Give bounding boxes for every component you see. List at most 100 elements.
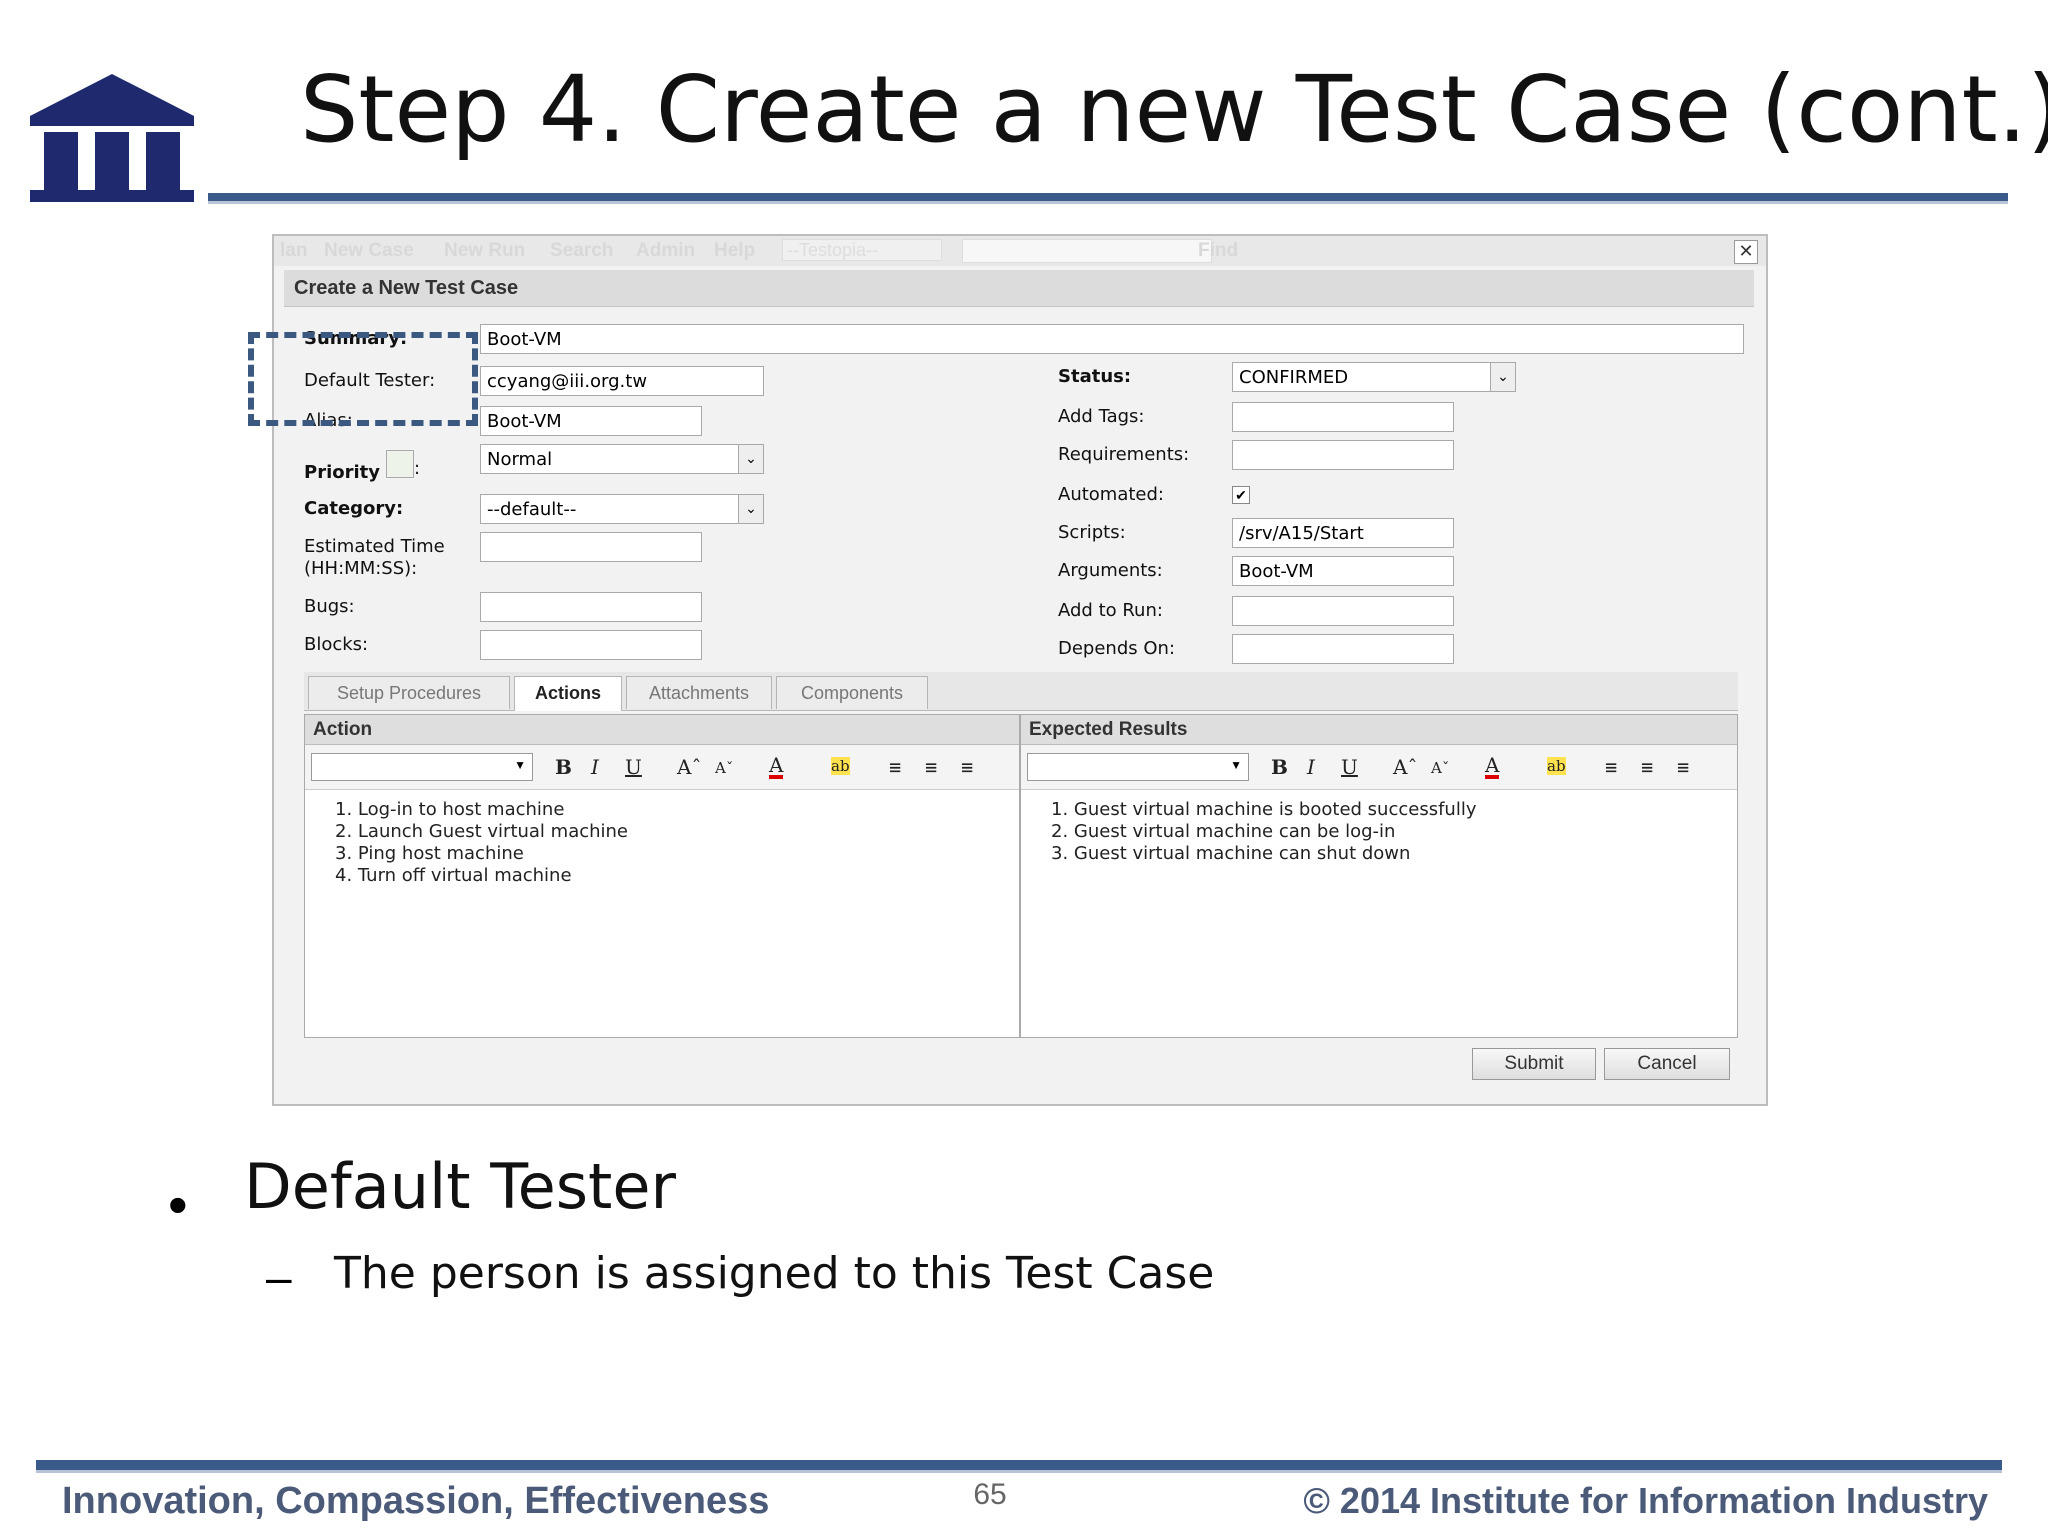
find-button[interactable]: Find xyxy=(1198,240,1239,261)
summary-input[interactable]: Boot-VM xyxy=(480,324,1744,354)
priority-label: Priority xyxy=(304,462,380,483)
shrink-font-button[interactable]: Aˇ xyxy=(1431,759,1450,777)
bugs-input[interactable] xyxy=(480,592,702,622)
priority-select[interactable]: Normal ⌄ xyxy=(480,444,764,474)
tab-bar: Setup Procedures Actions Attachments Com… xyxy=(304,672,1738,711)
add-tags-label: Add Tags: xyxy=(1058,406,1145,427)
requirements-label: Requirements: xyxy=(1058,444,1190,465)
bullet-dash: – xyxy=(266,1251,292,1303)
status-value: CONFIRMED xyxy=(1239,367,1349,388)
estimated-time-format-label: (HH:MM:SS): xyxy=(304,558,418,579)
list-item: 3. Ping host machine xyxy=(335,843,524,864)
category-value: --default-- xyxy=(487,499,577,520)
menu-item-plan[interactable]: lan xyxy=(280,240,308,261)
action-panel-header: Action xyxy=(305,715,1019,745)
highlight-button[interactable]: ab xyxy=(1547,757,1566,775)
chevron-down-icon[interactable]: ⌄ xyxy=(738,445,763,473)
expected-results-header: Expected Results xyxy=(1021,715,1737,745)
list-item: 4. Turn off virtual machine xyxy=(335,865,572,886)
highlight-button[interactable]: ab xyxy=(831,757,850,775)
category-select[interactable]: --default-- ⌄ xyxy=(480,494,764,524)
cancel-button[interactable]: Cancel xyxy=(1604,1048,1730,1080)
list-item: 1. Guest virtual machine is booted succe… xyxy=(1051,799,1477,820)
alias-input[interactable]: Boot-VM xyxy=(480,406,702,436)
font-color-button[interactable]: A xyxy=(1485,753,1500,779)
scripts-label: Scripts: xyxy=(1058,522,1126,543)
italic-button[interactable]: I xyxy=(591,755,599,779)
shrink-font-button[interactable]: Aˇ xyxy=(715,759,734,777)
list-item: 2. Launch Guest virtual machine xyxy=(335,821,629,842)
action-panel: Action B I U Aˆ Aˇ A ab ≡ ≡ ≡ 1. Log-in … xyxy=(304,714,1020,1038)
status-select[interactable]: CONFIRMED ⌄ xyxy=(1232,362,1516,392)
blocks-input[interactable] xyxy=(480,630,702,660)
menu-item-help[interactable]: Help xyxy=(714,240,756,261)
align-center-icon[interactable]: ≡ xyxy=(1641,755,1654,779)
menu-item-new-case[interactable]: New Case xyxy=(324,240,414,261)
submit-button[interactable]: Submit xyxy=(1472,1048,1596,1080)
align-center-icon[interactable]: ≡ xyxy=(925,755,938,779)
align-right-icon[interactable]: ≡ xyxy=(961,755,974,779)
menu-search-input[interactable] xyxy=(962,239,1212,263)
footer-copyright: © 2014 Institute for Information Industr… xyxy=(1303,1480,1988,1521)
grow-font-button[interactable]: Aˆ xyxy=(677,755,702,779)
title-rule-shadow xyxy=(208,201,2008,204)
slide-title: Step 4. Create a new Test Case (cont.) xyxy=(300,56,2048,163)
scripts-input[interactable]: /srv/A15/Start xyxy=(1232,518,1454,548)
tab-setup-procedures[interactable]: Setup Procedures xyxy=(308,676,510,709)
depends-on-input[interactable] xyxy=(1232,634,1454,664)
font-select[interactable] xyxy=(1027,753,1249,781)
status-label: Status: xyxy=(1058,366,1132,387)
priority-colon: : xyxy=(414,458,421,479)
underline-button[interactable]: U xyxy=(1341,755,1358,779)
testopia-screenshot: lan New Case New Run Search Admin Help -… xyxy=(272,234,1768,1106)
action-list[interactable]: 1. Log-in to host machine 2. Launch Gues… xyxy=(335,799,628,887)
footer-rule-shadow xyxy=(36,1470,2002,1473)
priority-value: Normal xyxy=(487,449,553,470)
estimated-time-input[interactable] xyxy=(480,532,702,562)
broken-image-icon xyxy=(386,450,414,478)
automated-checkbox[interactable]: ✔ xyxy=(1232,486,1250,504)
add-to-run-input[interactable] xyxy=(1232,596,1454,626)
tab-attachments[interactable]: Attachments xyxy=(626,676,772,709)
page-number: 65 xyxy=(973,1478,1007,1511)
font-color-button[interactable]: A xyxy=(769,753,784,779)
menu-item-search[interactable]: Search xyxy=(550,240,614,261)
bullet-main: Default Tester xyxy=(244,1150,676,1223)
arguments-label: Arguments: xyxy=(1058,560,1163,581)
align-left-icon[interactable]: ≡ xyxy=(1605,755,1618,779)
bullet-sub: The person is assigned to this Test Case xyxy=(334,1248,1215,1299)
category-label: Category: xyxy=(304,498,404,519)
dialog-header: Create a New Test Case xyxy=(284,270,1754,307)
depends-on-label: Depends On: xyxy=(1058,638,1176,659)
requirements-input[interactable] xyxy=(1232,440,1454,470)
tab-components[interactable]: Components xyxy=(776,676,928,709)
menu-bar: lan New Case New Run Search Admin Help -… xyxy=(274,236,1766,266)
underline-button[interactable]: U xyxy=(625,755,642,779)
chevron-down-icon[interactable]: ⌄ xyxy=(1490,363,1515,391)
add-tags-input[interactable] xyxy=(1232,402,1454,432)
font-select[interactable] xyxy=(311,753,533,781)
expected-results-list[interactable]: 1. Guest virtual machine is booted succe… xyxy=(1051,799,1476,865)
close-icon[interactable]: ✕ xyxy=(1734,240,1758,264)
grow-font-button[interactable]: Aˆ xyxy=(1393,755,1418,779)
expected-results-panel: Expected Results B I U Aˆ Aˇ A ab ≡ ≡ ≡ … xyxy=(1020,714,1738,1038)
list-item: 1. Log-in to host machine xyxy=(335,799,565,820)
arguments-input[interactable]: Boot-VM xyxy=(1232,556,1454,586)
list-item: 2. Guest virtual machine can be log-in xyxy=(1051,821,1396,842)
bold-button[interactable]: B xyxy=(1271,755,1288,779)
tab-actions[interactable]: Actions xyxy=(514,676,622,711)
align-right-icon[interactable]: ≡ xyxy=(1677,755,1690,779)
footer-rule xyxy=(36,1460,2002,1470)
product-select[interactable]: --Testopia-- xyxy=(782,239,942,261)
menu-item-new-run[interactable]: New Run xyxy=(444,240,526,261)
menu-item-admin[interactable]: Admin xyxy=(636,240,696,261)
default-tester-label: Default Tester: xyxy=(304,370,436,391)
chevron-down-icon[interactable]: ⌄ xyxy=(738,495,763,523)
title-rule xyxy=(208,193,2008,201)
highlight-box xyxy=(248,332,478,426)
add-to-run-label: Add to Run: xyxy=(1058,600,1163,621)
align-left-icon[interactable]: ≡ xyxy=(889,755,902,779)
bold-button[interactable]: B xyxy=(555,755,572,779)
default-tester-input[interactable]: ccyang@iii.org.tw xyxy=(480,366,764,396)
italic-button[interactable]: I xyxy=(1307,755,1315,779)
